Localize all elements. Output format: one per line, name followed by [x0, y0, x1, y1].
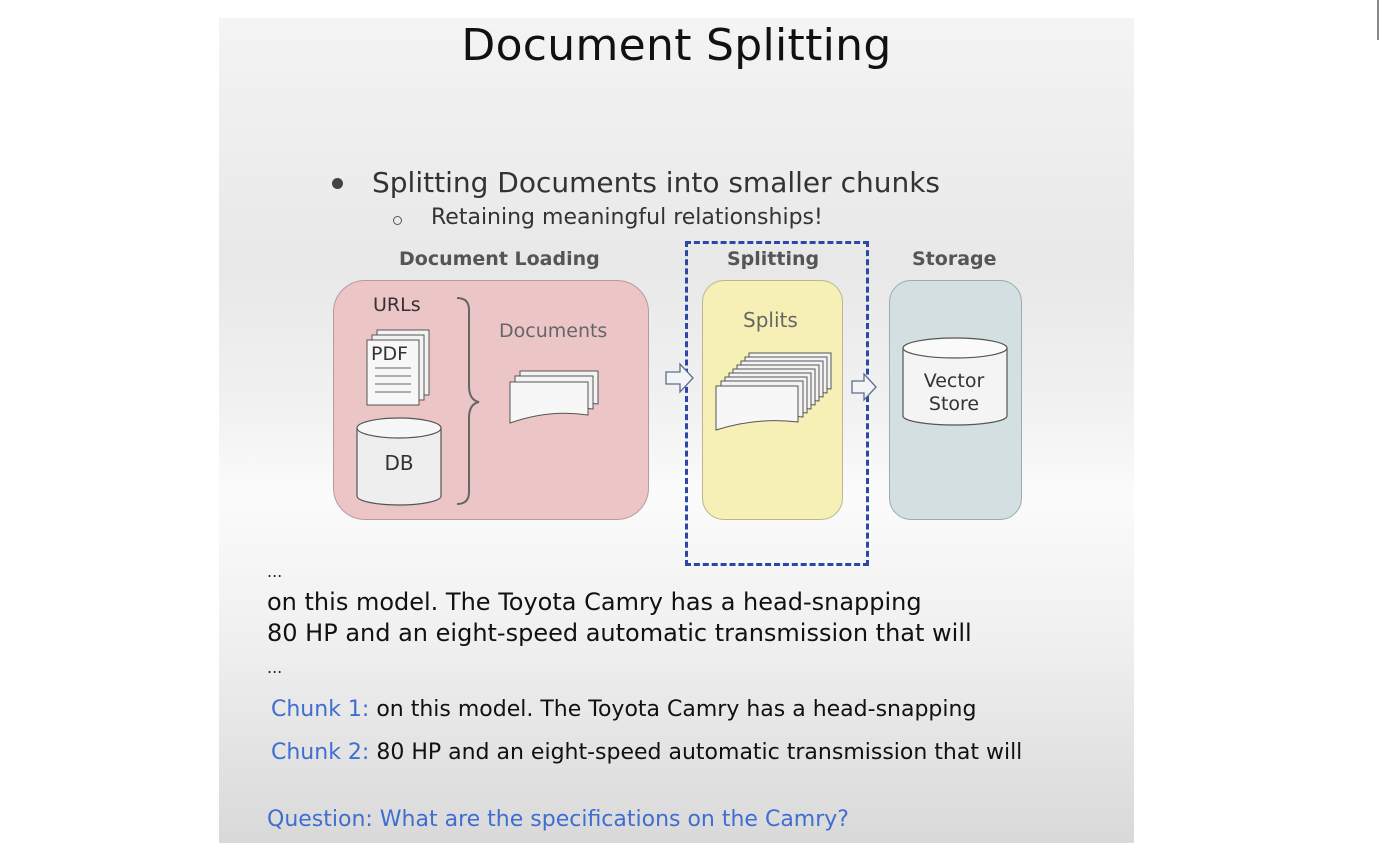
- arrow-right-icon: [665, 362, 694, 394]
- example-text-line-1: on this model. The Toyota Camry has a he…: [267, 588, 922, 616]
- pipeline-diagram: PDF: [356, 297, 1008, 506]
- db-label: DB: [384, 451, 414, 475]
- urls-label: URLs: [373, 294, 421, 316]
- example-text-line-2: 80 HP and an eight-speed automatic trans…: [267, 619, 972, 647]
- pdf-document-icon: PDF: [366, 329, 430, 406]
- splits-label: Splits: [743, 308, 798, 332]
- chunk-1: Chunk 1: on this model. The Toyota Camry…: [271, 697, 976, 722]
- bullet-text: Splitting Documents into smaller chunks: [372, 166, 940, 199]
- chunk-1-text: on this model. The Toyota Camry has a he…: [376, 697, 977, 722]
- section-label-storage: Storage: [912, 248, 997, 270]
- chunk-2-text: 80 HP and an eight-speed automatic trans…: [376, 740, 1023, 765]
- sub-bullet-text: Retaining meaningful relationships!: [431, 205, 823, 230]
- pdf-label: PDF: [371, 343, 408, 365]
- slide-title: Document Splitting: [461, 20, 892, 71]
- documents-stack-icon: [509, 370, 599, 424]
- arrow-right-icon: [851, 372, 877, 402]
- ellipsis-top: ...: [267, 562, 283, 581]
- database-icon: [356, 417, 442, 506]
- vector-store-label: Vector Store: [923, 370, 985, 415]
- chunk-2: Chunk 2: 80 HP and an eight-speed automa…: [271, 740, 1022, 765]
- bullet-dot-icon: [332, 178, 343, 189]
- documents-label: Documents: [499, 320, 608, 342]
- window-edge-marker: [1377, 0, 1379, 40]
- sub-bullet-circle-icon: [393, 216, 402, 225]
- curly-brace-icon: [456, 297, 480, 505]
- section-label-splitting: Splitting: [727, 248, 820, 270]
- section-label-document-loading: Document Loading: [399, 248, 600, 270]
- vector-store-icon: [902, 337, 1008, 426]
- splits-stack-icon: [715, 352, 832, 431]
- splitting-highlight-frame: [685, 241, 869, 566]
- slide: Document Splitting Splitting Documents i…: [219, 18, 1134, 843]
- ellipsis-bottom: ...: [267, 658, 283, 677]
- chunk-1-label: Chunk 1:: [271, 697, 370, 722]
- question-text: Question: What are the specifications on…: [267, 807, 849, 832]
- chunk-2-label: Chunk 2:: [271, 740, 370, 765]
